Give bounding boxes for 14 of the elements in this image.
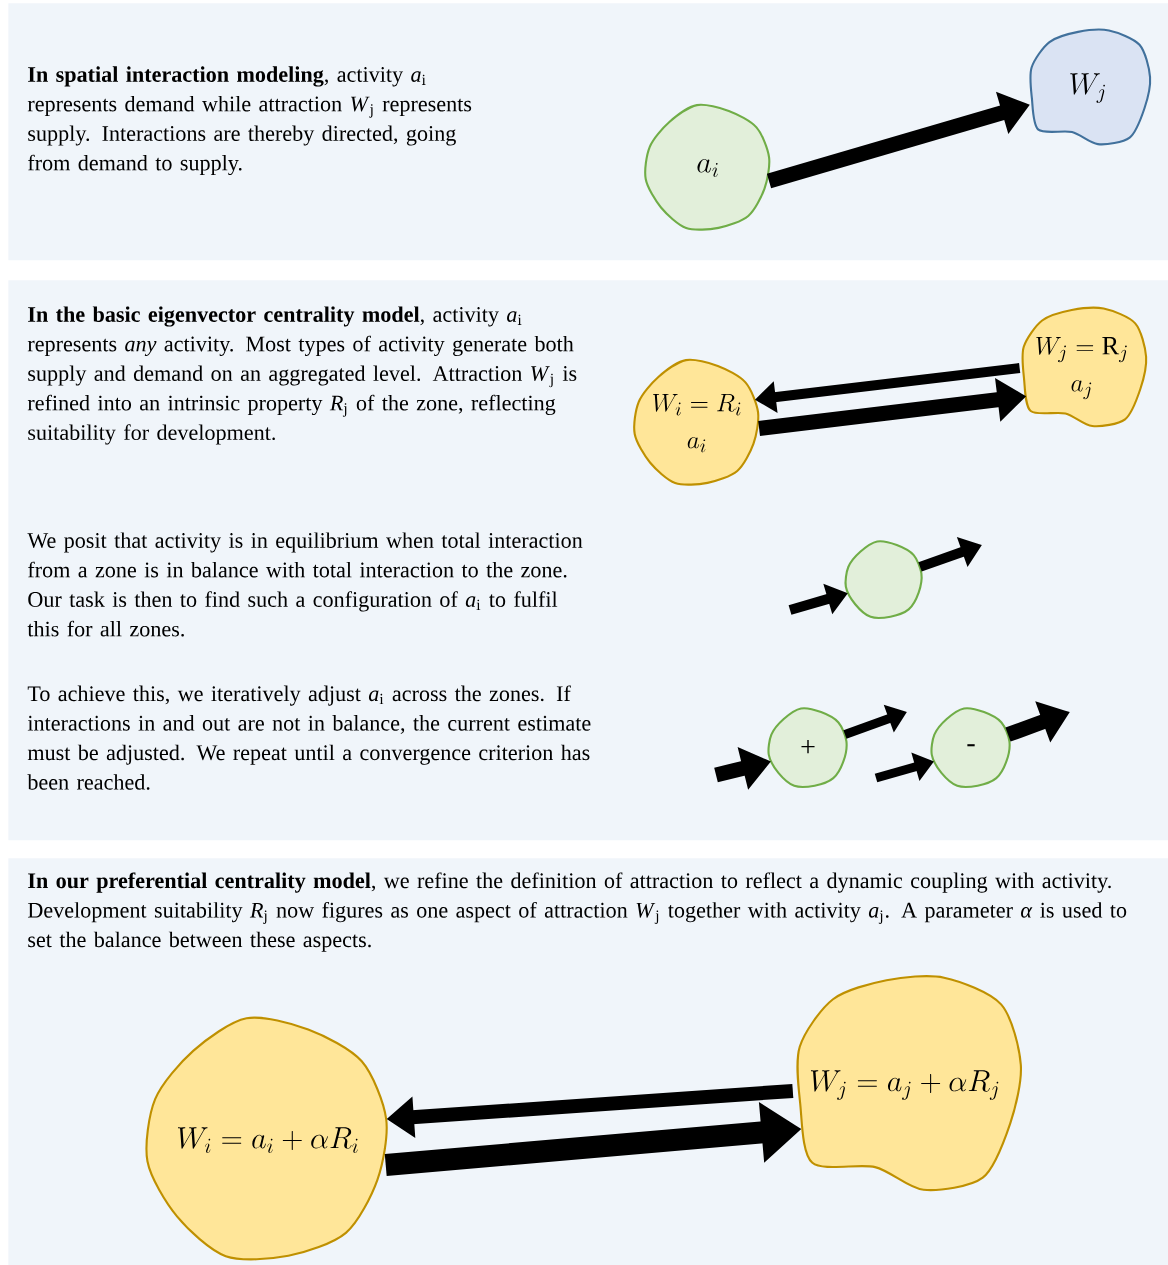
blob: $W_{i} = R_{i}$ $a_{i}$	[633, 358, 760, 486]
paragraph: We posit that activity is in equilibrium when total interaction from a zone is in balance with total interaction to the zone. Our task is then to find such a configuration of a$_{i}$ to fulfil this for all zones.	[27, 532, 583, 637]
blob: $W_{j} = \mathrm{R}_{j}$ $a_{j}$	[1021, 306, 1148, 428]
blob: -	[930, 707, 1011, 788]
paragraph: In the basic eigenvector centrality model, activity a$_{i}$ represents any activity. Most types of activity generate both supply and demand on an aggregated level. Attraction W$_{j}$ is refined into an intrinsic property R$_{j}$ of the zone, reflecting suitability for development.	[27, 306, 577, 445]
blob: $a_{i}$	[644, 103, 771, 231]
paragraph: In spatial interaction modeling, activity a$_{i}$ represents demand while attraction W$_{j}$ represents supply. Interactions are thereby directed, going from demand to supply.	[27, 66, 472, 176]
blob: $W_{j} = a_{j} + \alpha R_{j}$	[796, 975, 1022, 1192]
blob: $W_{i} = a_{i} + \alpha R_{i}$	[145, 1016, 388, 1261]
empty-blob	[844, 540, 923, 619]
paragraph: In our preferential centrality model, we refine the definition of attraction to reflect a dynamic coupling with activity. Development suitability R$_{j}$ now figures as one aspect of attraction W$_{j}$ together with activity a$_{j}$. A parameter α is used to set the balance between these aspects.	[28, 872, 1127, 952]
paragraph: To achieve this, we iteratively adjust a$_{i}$ across the zones. If interactions in and out are not in balance, the current estimate must be adjusted. We repeat until a convergence criterion has been reached.	[27, 685, 591, 790]
blob: +	[767, 707, 848, 788]
blob: $W_{j}$	[1029, 28, 1152, 146]
